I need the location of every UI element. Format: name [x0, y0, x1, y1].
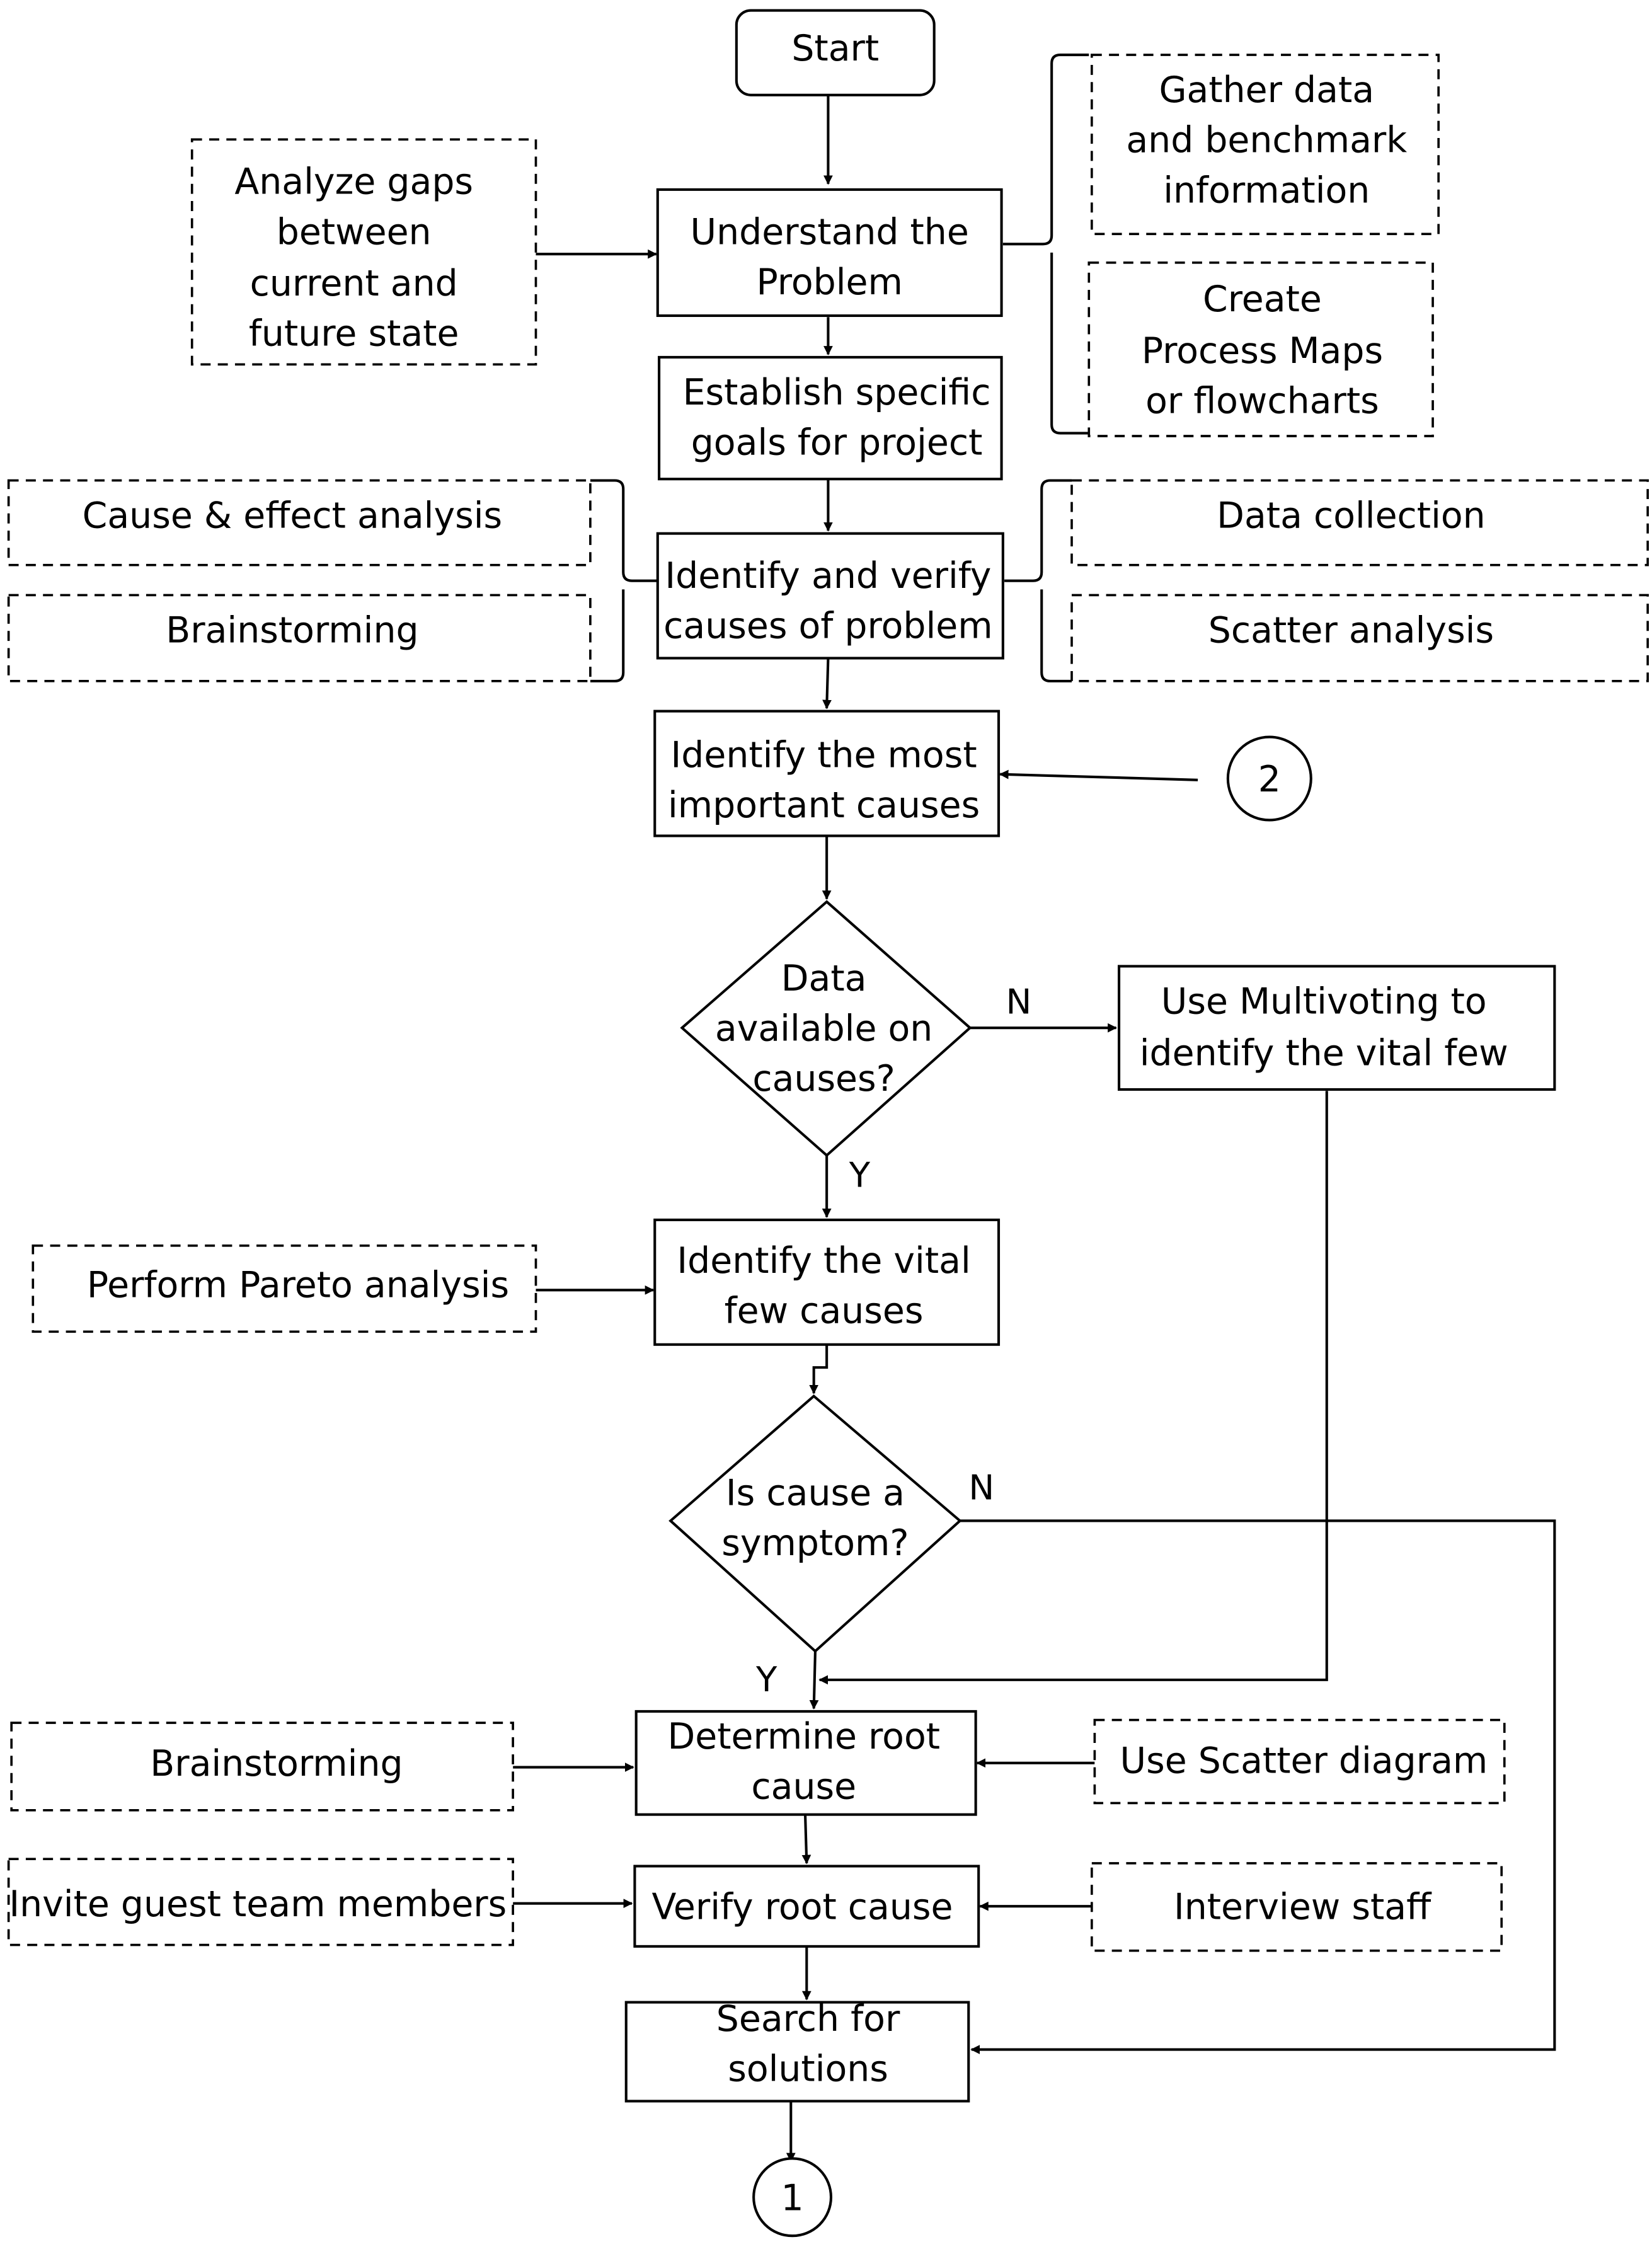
brace-identify-left: [590, 479, 658, 682]
edge-vitalfew-symptom: [809, 1344, 829, 1394]
edge-multivoting-root: [818, 1091, 1328, 1685]
pareto-note: [32, 1245, 537, 1333]
gather-data-note: [1091, 54, 1440, 236]
cause-symptom-decision: [668, 1394, 962, 1653]
important-causes-box: [653, 710, 1001, 837]
pareto-label: Perform Pareto analysis: [87, 1265, 509, 1306]
symptom-yes-label: Y: [755, 1659, 777, 1699]
scatter-diagram-note: [1093, 1718, 1506, 1805]
invite-guests-label: Invite guest team members: [9, 1883, 507, 1925]
search-solutions-box: [624, 2001, 970, 2103]
brainstorming-label-2: Brainstorming: [150, 1743, 403, 1785]
start-terminal: [735, 9, 936, 96]
data-collection-label: Data collection: [1217, 495, 1486, 537]
connector-1-label: 1: [781, 2177, 803, 2219]
brace-identify-right: [1004, 479, 1072, 682]
brainstorming-label-1: Brainstorming: [166, 609, 418, 651]
connector-2-circle: [1226, 735, 1312, 822]
note-boxes: [7, 54, 1649, 1952]
data-available-decision: [680, 900, 972, 1158]
connector-2-label: 2: [1258, 759, 1281, 800]
verify-root-label: Verify root cause: [651, 1887, 953, 1928]
scatter-diagram-label: Use Scatter diagram: [1120, 1740, 1488, 1782]
process-maps-note: [1087, 262, 1434, 437]
verify-root-box: [633, 1865, 980, 1948]
brainstorming-note-1: [7, 594, 592, 682]
symptom-no-label: N: [968, 1467, 994, 1507]
analyze-gaps-note: [190, 138, 537, 366]
connector-1-circle: [752, 2157, 833, 2238]
brainstorming-note-2: [10, 1722, 514, 1812]
scatter-analysis-note: [1070, 594, 1649, 682]
scatter-analysis-label: Scatter analysis: [1208, 609, 1494, 651]
start-label: Start: [791, 28, 879, 69]
data-yes-label: Y: [849, 1155, 871, 1195]
identify-verify-causes-box: [656, 532, 1004, 660]
connectors: [513, 54, 1556, 2163]
brace-understand-right: [1002, 54, 1089, 435]
process-nodes: [624, 9, 1556, 2103]
multivoting-box: [1118, 965, 1556, 1091]
offpage-connectors: 2 1: [752, 735, 1312, 2238]
interview-staff-label: Interview staff: [1174, 1887, 1432, 1928]
edge-root-verify: [801, 1814, 812, 1865]
cause-effect-label: Cause & effect analysis: [83, 495, 502, 537]
edge-symptom-root: [809, 1651, 819, 1710]
interview-staff-note: [1091, 1862, 1503, 1952]
edge-labels: N Y N Y: [755, 981, 1031, 1699]
edge-symptom-search: [960, 1519, 1556, 2054]
determine-root-box: [634, 1710, 977, 1816]
edge-identify-important: [822, 658, 832, 710]
understand-problem-box: [656, 188, 1003, 318]
establish-goals-box: [658, 355, 1003, 481]
invite-guests-note: [7, 1858, 514, 1946]
data-no-label: N: [1006, 981, 1031, 1021]
edge-two-important: [999, 769, 1198, 781]
vital-few-box: [653, 1218, 1001, 1346]
data-collection-note: [1070, 479, 1649, 566]
cause-effect-note: [7, 479, 592, 566]
